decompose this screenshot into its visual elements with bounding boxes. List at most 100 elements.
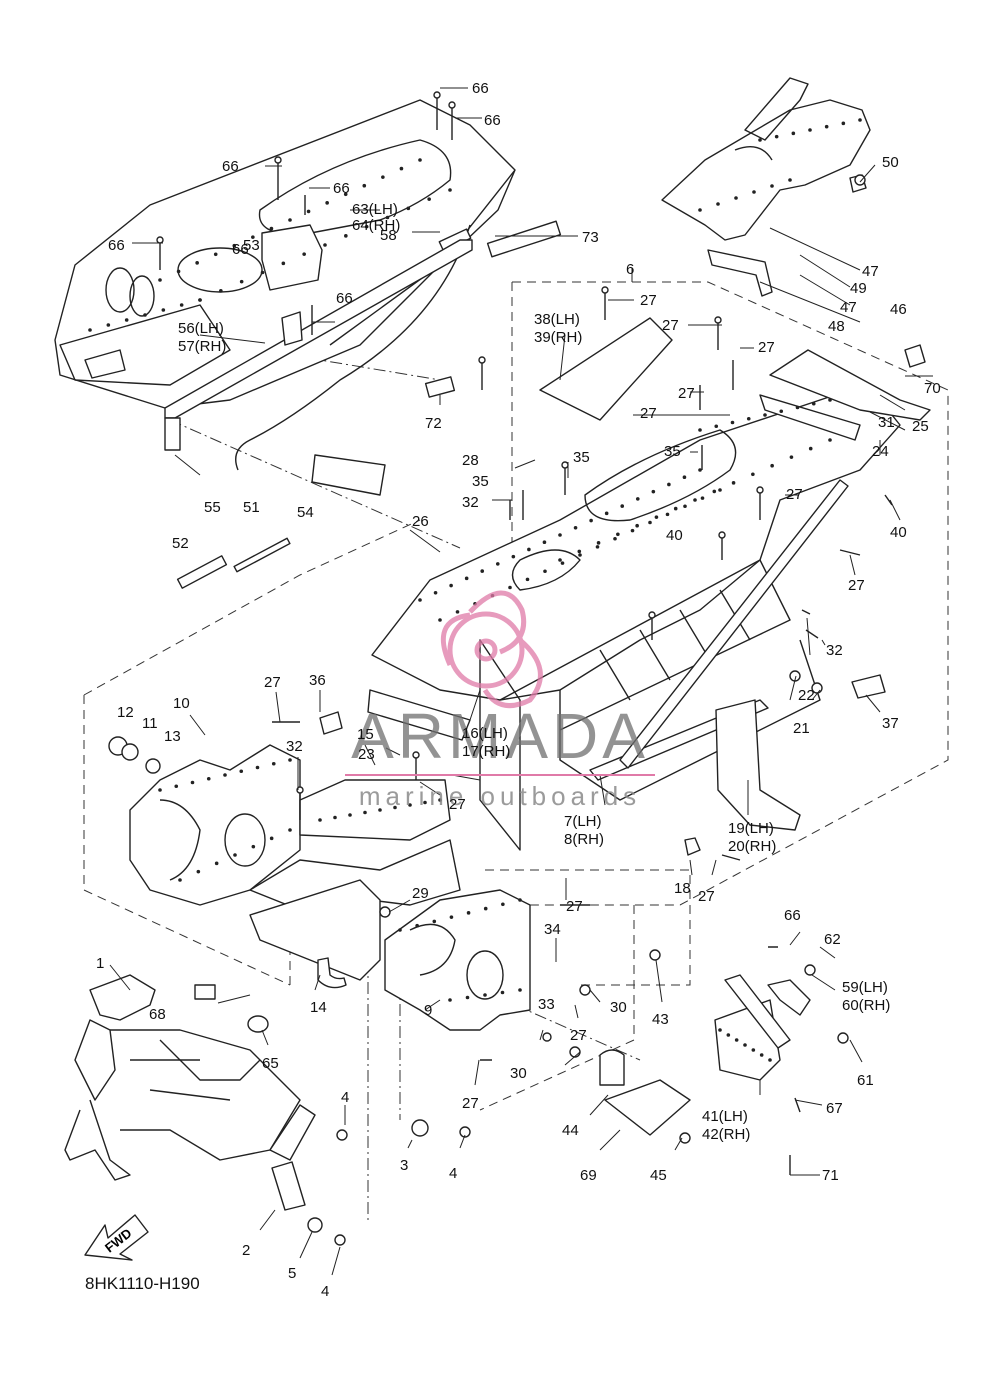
- callout-label: 46: [890, 301, 907, 318]
- rivet-hole: [260, 270, 265, 275]
- callout-label: 32: [826, 642, 843, 659]
- rivet-hole: [344, 234, 348, 238]
- callout-label: 72: [425, 415, 442, 432]
- callout-label: 11: [142, 715, 158, 732]
- callout-label: 27: [570, 1027, 587, 1044]
- rivet-hole: [527, 547, 531, 552]
- rivet-hole: [455, 610, 460, 614]
- rivet-hole: [158, 278, 162, 282]
- rivet-hole: [858, 118, 862, 122]
- rivet-hole: [770, 463, 774, 468]
- rivet-hole: [746, 416, 751, 421]
- rivet-hole: [759, 1053, 764, 1057]
- callout-label: 27: [462, 1095, 479, 1112]
- rivet-hole: [449, 583, 453, 588]
- rivet-hole: [239, 279, 244, 284]
- rivet-hole: [811, 401, 816, 406]
- rivet-hole: [751, 1048, 756, 1052]
- callout-label: 12: [117, 704, 134, 721]
- rivet-hole: [589, 518, 593, 523]
- rivet-hole: [698, 468, 702, 472]
- callout-label: 59(LH): [842, 979, 888, 996]
- callout-label: 67: [826, 1100, 843, 1117]
- rivet-hole: [824, 124, 829, 129]
- rivet-hole: [518, 898, 522, 902]
- callout-label: 47: [862, 263, 879, 280]
- rivet-hole: [508, 585, 512, 590]
- callout-label: 66: [232, 241, 249, 258]
- callout-label: 54: [297, 504, 314, 521]
- callout-label: 36: [309, 672, 326, 689]
- rivet-hole: [525, 577, 530, 582]
- rivet-hole: [558, 558, 562, 562]
- rivet-hole: [179, 303, 184, 307]
- rivet-hole: [124, 318, 129, 322]
- rivet-hole: [542, 540, 547, 545]
- rivet-hole: [635, 523, 639, 528]
- callout-label: 25: [912, 418, 929, 435]
- rivet-hole: [500, 990, 505, 995]
- rivet-hole: [718, 488, 722, 492]
- callout-label: 47: [840, 299, 857, 316]
- rivet-hole: [604, 511, 609, 516]
- rivet-hole: [731, 481, 736, 485]
- rivet-hole: [734, 1038, 739, 1042]
- callout-label: 32: [462, 494, 479, 511]
- rivet-hole: [698, 428, 702, 432]
- callout-label: 6: [626, 261, 634, 278]
- callout-label: 13: [164, 728, 181, 745]
- rivet-hole: [558, 533, 562, 537]
- callout-label: 51: [243, 499, 260, 516]
- rivet-hole: [560, 561, 565, 565]
- callout-label: 22: [798, 687, 815, 704]
- rivet-hole: [543, 569, 547, 574]
- rivet-hole: [635, 497, 640, 501]
- callout-label: 55: [204, 499, 221, 516]
- rivet-hole: [573, 525, 578, 530]
- rivet-hole: [158, 788, 162, 792]
- callout-label: 18: [674, 880, 691, 897]
- rivet-hole: [362, 183, 367, 188]
- rivet-hole: [828, 398, 832, 402]
- callout-label: 27: [640, 405, 657, 422]
- callout-label: 57(RH): [178, 338, 226, 355]
- rivet-hole: [219, 289, 223, 293]
- rivet-hole: [288, 758, 292, 762]
- callout-label: 66: [484, 112, 501, 129]
- rivet-hole: [808, 446, 813, 451]
- rivet-hole: [693, 498, 697, 502]
- callout-label: 48: [828, 318, 845, 335]
- rivet-hole: [483, 906, 488, 911]
- rivet-hole: [206, 776, 211, 781]
- callout-label: 15: [357, 726, 374, 743]
- rivet-hole: [427, 197, 431, 201]
- callout-label: 73: [582, 229, 599, 246]
- rivet-hole: [698, 208, 702, 212]
- callout-label: 40: [890, 524, 907, 541]
- callout-label: 35: [664, 443, 681, 460]
- callout-label: 43: [652, 1011, 669, 1028]
- callout-label: 27: [640, 292, 657, 309]
- callout-label: 35: [472, 473, 489, 490]
- callout-label: 30: [610, 999, 627, 1016]
- callout-label: 27: [678, 385, 695, 402]
- seat-base-assembly: [54, 99, 562, 589]
- rivet-hole: [195, 261, 199, 265]
- rivet-hole: [333, 815, 337, 820]
- rivet-hole: [673, 506, 678, 511]
- rivet-hole: [714, 424, 719, 429]
- rivet-hole: [190, 780, 195, 785]
- rivet-hole: [418, 158, 422, 162]
- rivet-hole: [161, 308, 166, 312]
- watermark-brand: ARMADA: [351, 700, 649, 772]
- callout-label: 52: [172, 535, 189, 552]
- callout-label: 58: [380, 227, 397, 244]
- callout-label: 71: [822, 1167, 839, 1184]
- callout-label: 37: [882, 715, 899, 732]
- callout-label: 27: [566, 898, 583, 915]
- callout-label: 38(LH): [534, 311, 580, 328]
- rear-flap-assembly: [661, 77, 871, 297]
- callout-label: 19(LH): [728, 820, 774, 837]
- callout-label: 3: [400, 1157, 408, 1174]
